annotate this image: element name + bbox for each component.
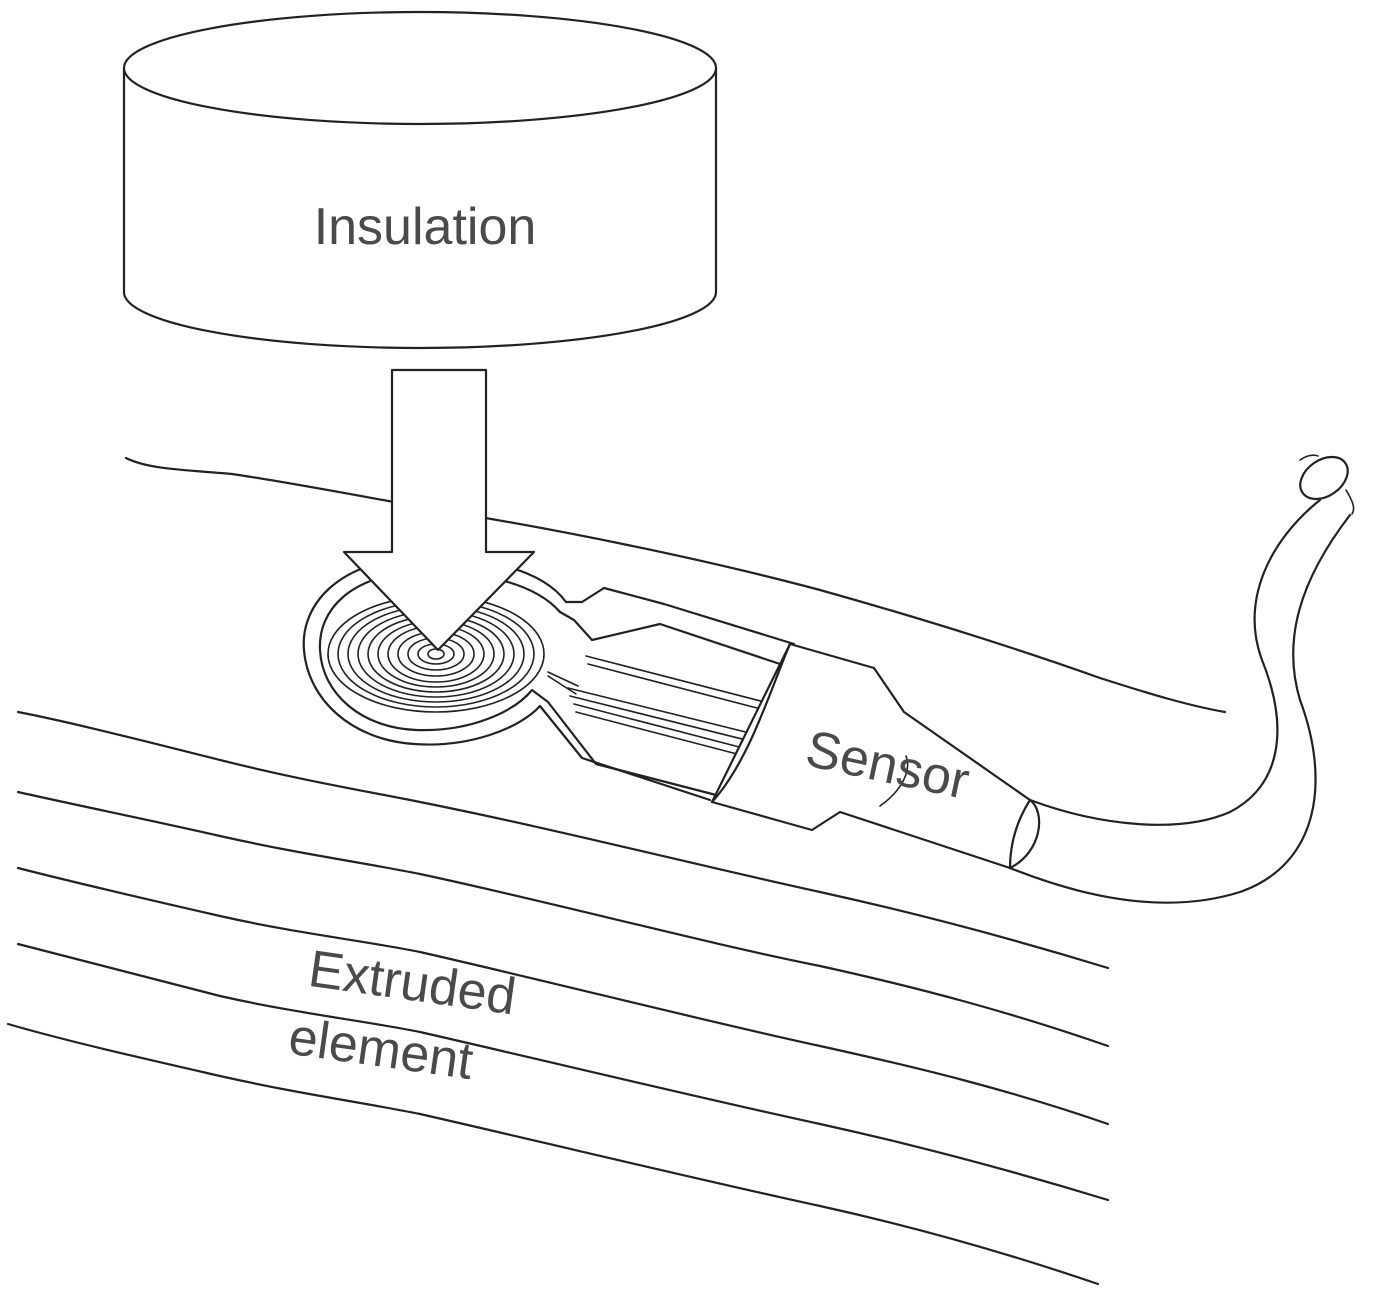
surface-back-edge — [124, 456, 1227, 714]
foil-outline-inner-top — [558, 610, 788, 668]
insulation-label: Insulation — [314, 198, 537, 256]
sensor-housing: Sensor — [710, 642, 1041, 870]
cable-upper-edge — [1028, 498, 1322, 826]
cable-end — [1299, 455, 1349, 501]
extruded-label-line2: element — [285, 1008, 477, 1091]
cable-end-strand-1 — [1299, 454, 1319, 461]
sensor-foil — [302, 556, 796, 802]
insulation-cylinder: Insulation — [122, 10, 718, 350]
arrow-down-icon — [342, 368, 536, 652]
sensor-cable — [1008, 454, 1355, 904]
foil-outline-outer — [302, 556, 712, 802]
extruded-label-group: Extruded element — [285, 940, 519, 1091]
cable-end-strand-2 — [1345, 489, 1355, 515]
surface-line-5 — [6, 1022, 1100, 1286]
insulation-body — [122, 66, 718, 350]
pressure-arrow — [342, 368, 536, 652]
extruded-element: Extruded element — [6, 456, 1227, 1286]
surface-line-3 — [16, 866, 1110, 1126]
insulation-top — [122, 10, 718, 126]
foil-outline-outer-top — [564, 586, 796, 646]
sensor-housing-rear — [1008, 798, 1032, 870]
sensor-traces — [547, 655, 781, 761]
surface-line-2 — [16, 790, 1110, 1048]
cable-lower-edge — [1008, 513, 1352, 904]
sensor-housing-crease — [879, 755, 909, 807]
surface-line-1 — [16, 710, 1110, 970]
sensor-housing-front — [710, 642, 792, 804]
surface-line-4 — [16, 942, 1110, 1202]
